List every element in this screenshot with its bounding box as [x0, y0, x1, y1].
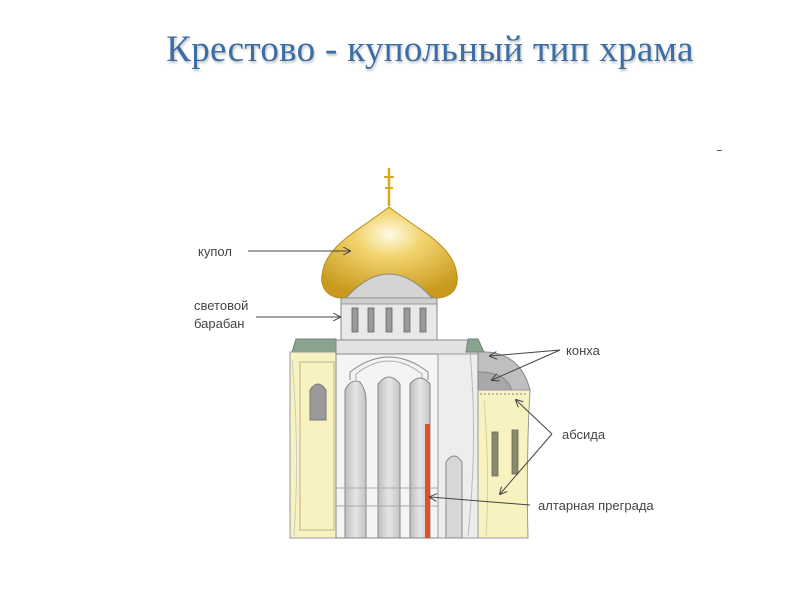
- arrow-concha-2: [492, 349, 561, 380]
- arrows: [248, 251, 561, 506]
- cross-icon: [384, 168, 394, 206]
- stray-mark: [717, 150, 722, 151]
- apse: [477, 351, 531, 539]
- light-drum: [340, 273, 438, 341]
- right-roof: [465, 338, 485, 353]
- page-title: Крестово - купольный тип храма: [166, 29, 694, 70]
- label-concha: конха: [566, 343, 601, 358]
- label-apse: абсида: [562, 427, 606, 442]
- left-side-block: [289, 338, 345, 539]
- arrow-apse-2: [500, 433, 553, 494]
- label-dome: купол: [198, 244, 232, 259]
- arrow-apse-1: [516, 400, 553, 435]
- label-drum-line1: световой: [194, 298, 248, 313]
- arrow-concha-1: [490, 349, 561, 356]
- label-altar-barrier: алтарная преграда: [538, 498, 654, 513]
- altar-barrier: [425, 424, 430, 538]
- central-nave: [335, 339, 479, 539]
- label-drum-line2: барабан: [194, 316, 244, 331]
- arrow-altar: [430, 497, 531, 506]
